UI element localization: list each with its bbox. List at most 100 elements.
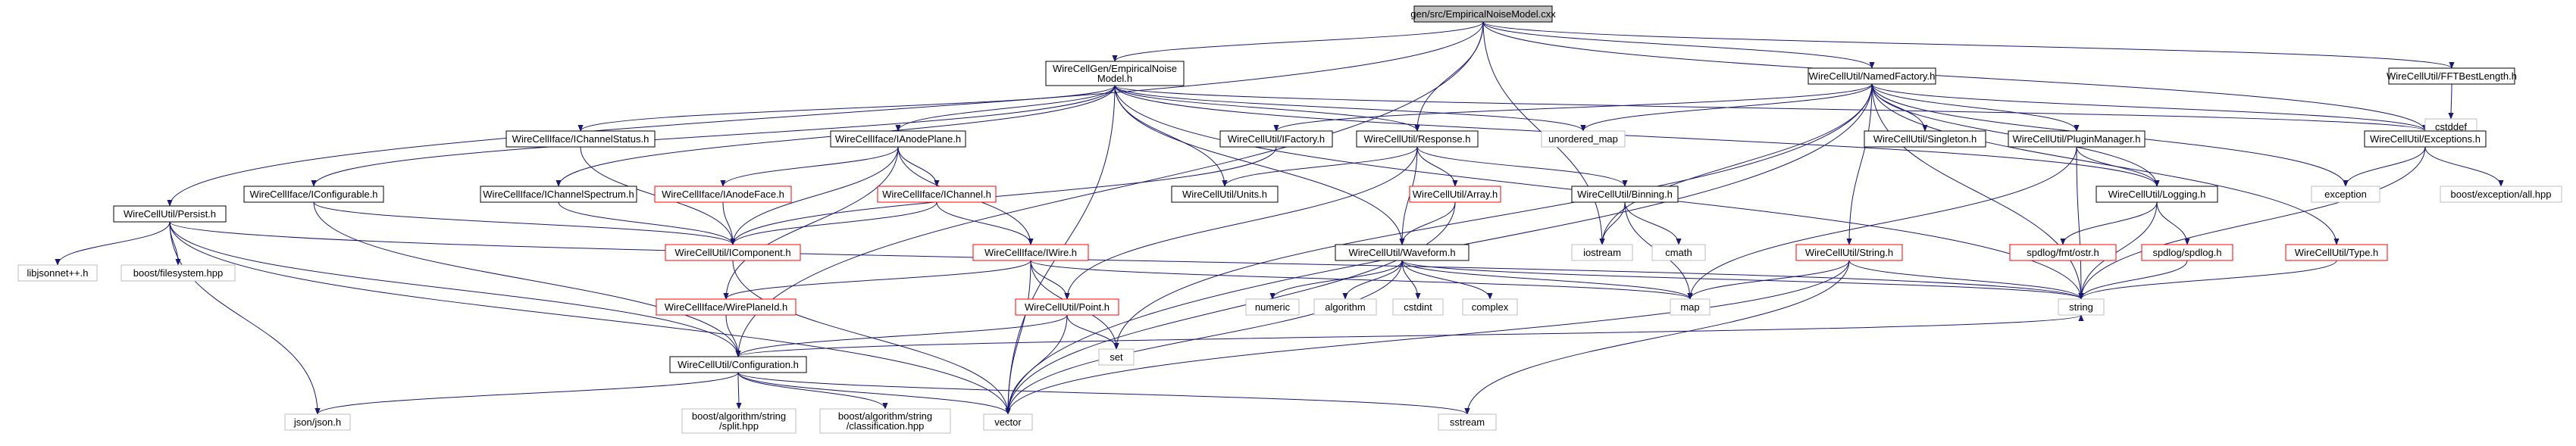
edge-string_h-to-sstream — [1464, 260, 1850, 415]
node-nf[interactable]: WireCellUtil/NamedFactory.h — [1808, 67, 1936, 85]
node-iaf[interactable]: WireCellIface/IAnodeFace.h — [654, 186, 792, 203]
node-label-enm-0: WireCellGen/EmpiricalNoise — [1053, 63, 1177, 74]
node-box-string — [2058, 298, 2105, 316]
edge-root-to-fftbl — [1482, 21, 2455, 69]
node-box-ichsp — [480, 186, 637, 203]
node-singleton[interactable]: WireCellUtil/Singleton.h — [1864, 130, 1986, 148]
node-box-units — [1171, 186, 1279, 203]
node-wf[interactable]: WireCellUtil/Waveform.h — [1335, 244, 1470, 261]
edge-iap-to-ich — [897, 146, 940, 187]
node-iostream: iostream — [1571, 244, 1633, 261]
node-config[interactable]: WireCellUtil/Configuration.h — [669, 356, 807, 373]
node-icfg[interactable]: WireCellIface/IConfigurable.h — [243, 186, 384, 203]
node-resp[interactable]: WireCellUtil/Response.h — [1356, 130, 1479, 148]
node-box-icomp — [665, 244, 801, 261]
node-label-persist-0: WireCellUtil/Persist.h — [124, 208, 216, 220]
node-cmath: cmath — [1651, 244, 1706, 261]
node-persist[interactable]: WireCellUtil/Persist.h — [113, 205, 227, 223]
node-pm[interactable]: WireCellUtil/PluginManager.h — [2008, 130, 2146, 148]
node-label-string_h-0: WireCellUtil/String.h — [1805, 247, 1893, 258]
edge-enm-to-umap — [1114, 85, 1586, 132]
edge-icomp-to-vector — [732, 260, 1011, 415]
edge-resp-to-units — [1222, 146, 1418, 187]
node-label-iostream-0: iostream — [1583, 247, 1621, 258]
node-label-icfg-0: WireCellIface/IConfigurable.h — [249, 189, 377, 200]
node-label-cmath-0: cmath — [1665, 247, 1692, 258]
node-box-singleton — [1864, 130, 1986, 148]
node-ichsp[interactable]: WireCellIface/IChannelSpectrum.h — [480, 186, 637, 203]
edge-persist-to-config — [169, 221, 741, 357]
node-box-exception — [2311, 186, 2380, 203]
node-box-root — [1413, 5, 1553, 23]
edge-root-to-persist — [167, 21, 1484, 207]
node-binning[interactable]: WireCellUtil/Binning.h — [1571, 186, 1679, 203]
node-label-sstream-0: sstream — [1450, 416, 1485, 428]
node-label-nf-0: WireCellUtil/NamedFactory.h — [1809, 70, 1936, 82]
node-exc[interactable]: WireCellUtil/Exceptions.h — [2364, 130, 2487, 148]
node-iap[interactable]: WireCellIface/IAnodePlane.h — [830, 130, 966, 148]
node-point[interactable]: WireCellUtil/Point.h — [1015, 298, 1119, 316]
edge-icfg-to-config — [313, 201, 741, 357]
edge-iap-to-iaf — [720, 146, 899, 187]
node-string_h[interactable]: WireCellUtil/String.h — [1795, 244, 1903, 261]
edge-pm-to-string — [2076, 146, 2084, 300]
edge-config-to-bsplit — [736, 372, 742, 410]
edge-ich-to-iwire — [936, 201, 1034, 245]
edge-wf-to-string — [1401, 260, 2084, 300]
edge-iap-to-iwpid — [723, 146, 899, 300]
node-box-numeric — [1245, 298, 1300, 316]
node-label-set-0: set — [1110, 351, 1123, 363]
node-box-iwire — [972, 244, 1089, 261]
node-enm[interactable]: WireCellGen/EmpiricalNoiseModel.h — [1045, 61, 1185, 86]
node-label-ichsp-0: WireCellIface/IChannelSpectrum.h — [483, 189, 634, 200]
edge-spdlog-to-string — [2078, 260, 2188, 300]
node-label-pm-0: WireCellUtil/PluginManager.h — [2012, 133, 2140, 145]
node-icomp[interactable]: WireCellUtil/IComponent.h — [665, 244, 801, 261]
node-spdlog[interactable]: spdlog/spdlog.h — [2141, 244, 2233, 261]
edge-wf-to-vector — [1005, 260, 1403, 415]
edge-nf-to-umap — [1580, 83, 1873, 132]
node-iwire[interactable]: WireCellIface/IWire.h — [972, 244, 1089, 261]
node-iwpid[interactable]: WireCellIface/WirePlaneId.h — [656, 298, 797, 316]
node-box-array — [1409, 186, 1501, 203]
node-label-binning-0: WireCellUtil/Binning.h — [1577, 189, 1673, 200]
node-array[interactable]: WireCellUtil/Array.h — [1409, 186, 1501, 203]
edge-nf-to-iostream — [1599, 83, 1873, 245]
node-label-iap-0: WireCellIface/IAnodePlane.h — [835, 133, 961, 145]
edge-nf-to-set — [1113, 83, 1873, 350]
node-ifac[interactable]: WireCellUtil/IFactory.h — [1219, 130, 1333, 148]
node-label-numeric-0: numeric — [1255, 301, 1291, 313]
node-label-logging-0: WireCellUtil/Logging.h — [2108, 189, 2206, 200]
node-fmtostr[interactable]: spdlog/fmt/ostr.h — [2009, 244, 2117, 261]
node-box-boostexc — [2440, 186, 2562, 203]
edge-point-to-config — [735, 314, 1068, 357]
edge-resp-to-array — [1416, 146, 1458, 187]
node-box-ich — [877, 186, 997, 203]
node-label-type_h-0: WireCellUtil/Type.h — [2295, 247, 2379, 258]
node-root[interactable]: gen/src/EmpiricalNoiseModel.cxx — [1410, 5, 1556, 23]
node-ichst[interactable]: WireCellIface/IChannelStatus.h — [505, 130, 656, 148]
node-box-exc — [2364, 130, 2487, 148]
edge-string_h-to-string — [1848, 260, 2084, 300]
node-label-iwpid-0: WireCellIface/WirePlaneId.h — [665, 301, 788, 313]
node-logging[interactable]: WireCellUtil/Logging.h — [2096, 186, 2218, 203]
node-box-iaf — [654, 186, 792, 203]
node-box-point — [1015, 298, 1119, 316]
node-ich[interactable]: WireCellIface/IChannel.h — [877, 186, 997, 203]
edge-persist-to-string — [169, 221, 2084, 300]
edge-logging-to-fmtostr — [2060, 201, 2158, 245]
node-numeric: numeric — [1245, 298, 1300, 316]
edge-binning-to-iostream — [1599, 201, 1626, 245]
node-label-algorithm-0: algorithm — [1325, 301, 1365, 313]
node-units[interactable]: WireCellUtil/Units.h — [1171, 186, 1279, 203]
node-type_h[interactable]: WireCellUtil/Type.h — [2285, 244, 2388, 261]
node-algorithm: algorithm — [1313, 298, 1377, 316]
node-box-vector — [983, 413, 1033, 431]
node-label-boostexc-0: boost/exception/all.hpp — [2451, 189, 2552, 200]
node-label-ich-0: WireCellIface/IChannel.h — [882, 189, 991, 200]
node-label-units-0: WireCellUtil/Units.h — [1182, 189, 1267, 200]
node-fftbl[interactable]: WireCellUtil/FFTBestLength.h — [2387, 67, 2517, 85]
node-box-json — [284, 413, 351, 431]
edge-logging-to-spdlog — [2156, 201, 2190, 245]
node-label-config-0: WireCellUtil/Configuration.h — [678, 359, 799, 370]
